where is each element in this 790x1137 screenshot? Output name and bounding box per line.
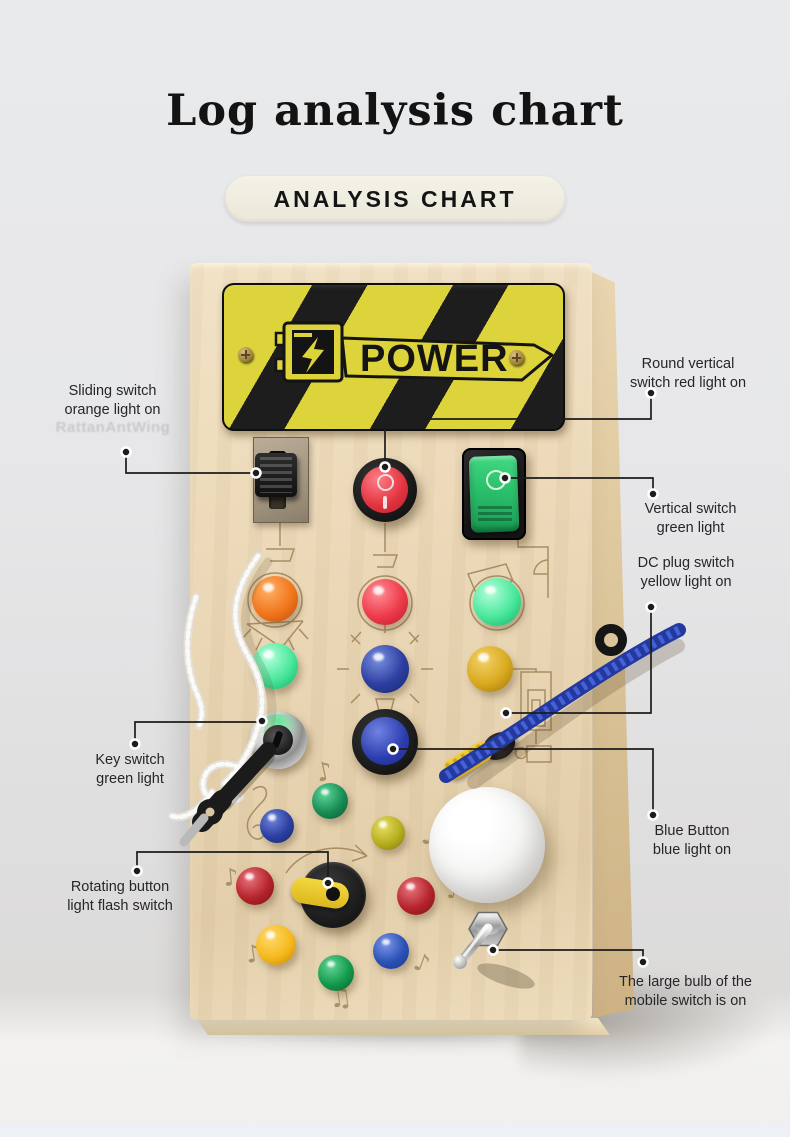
screw-icon [238,347,253,362]
led-bottom-yellow [256,925,296,965]
svg-text:POWER: POWER [360,338,509,380]
callout-dc-plug-switch: DC plug switch yellow light on [637,555,735,591]
green-rocker-off-marking [486,470,506,490]
led-mint-green-right [473,578,521,626]
screw-icon [509,350,524,365]
red-button-on-marking [383,496,387,509]
red-button-off-marking [377,474,394,491]
led-bottom-green [318,955,354,991]
board-bottom-face [196,1018,610,1035]
small-led-green [312,783,348,819]
callout-key-switch: Key switch green light [95,752,165,788]
small-led-blue [260,809,294,843]
led-bottom-blue [373,933,409,969]
callout-large-bulb: The large bulb of the mobile switch is o… [618,974,752,1010]
led-orange [252,576,298,622]
battery-lightning-icon: POWER [274,321,554,383]
callout-vertical-switch: Vertical switch green light [644,501,737,537]
green-rocker-ridges [478,506,512,524]
led-red [362,579,408,625]
callout-sliding-switch: Sliding switch orange light on [64,383,161,419]
callout-rotating-button: Rotating button light flash switch [67,879,173,915]
led-dark-red-right [397,877,435,915]
rotating-knob-pivot [326,887,340,901]
blue-push-button [361,717,409,765]
callout-round-vertical-switch: Round vertical switch red light on [629,356,747,392]
callout-blue-button: Blue Button blue light on [652,823,732,859]
large-white-bulb [429,787,545,903]
led-dark-red-left [236,867,274,905]
page-title: Log analysis chart [166,86,624,136]
led-amber [467,646,513,692]
brand-watermark: RattanAntWing [55,419,171,436]
sliding-switch-knob [255,453,297,497]
analysis-chart-badge: ANALYSIS CHART [225,176,565,222]
bottom-strip [0,1123,790,1137]
small-led-olive [371,816,405,850]
led-mint-green-left [252,643,298,689]
led-dark-blue [361,645,409,693]
